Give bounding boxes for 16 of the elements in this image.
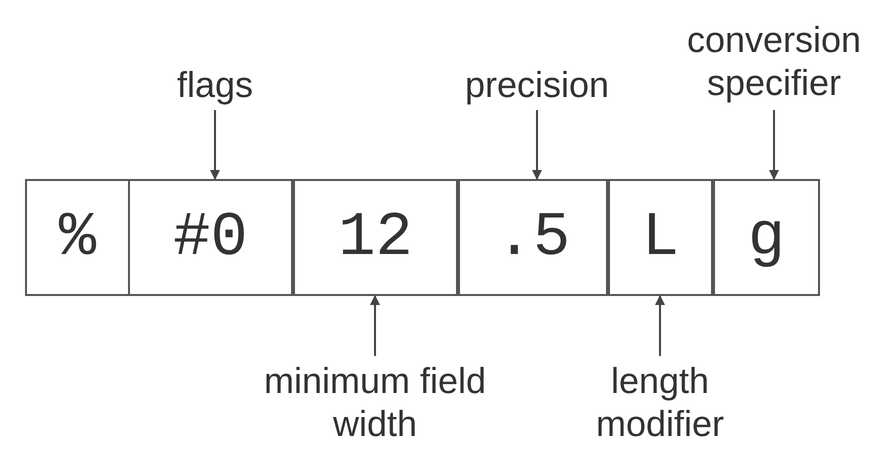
format-cell: #0: [128, 179, 293, 296]
arrow: [370, 295, 380, 356]
format-cell: 12: [293, 179, 458, 296]
arrow: [655, 295, 665, 356]
format-cell: %: [25, 179, 130, 296]
annotation-label: flags: [150, 60, 280, 110]
format-cell: g: [713, 179, 820, 296]
annotation-label: length modifier: [584, 356, 736, 448]
annotation-label: precision: [432, 60, 642, 110]
format-cell: L: [608, 179, 713, 296]
arrow: [769, 110, 779, 180]
arrow: [210, 110, 220, 180]
annotation-label: conversion specifier: [668, 12, 880, 110]
arrow: [532, 110, 542, 180]
annotation-label: minimum field width: [262, 356, 488, 448]
format-cell: .5: [458, 179, 608, 296]
